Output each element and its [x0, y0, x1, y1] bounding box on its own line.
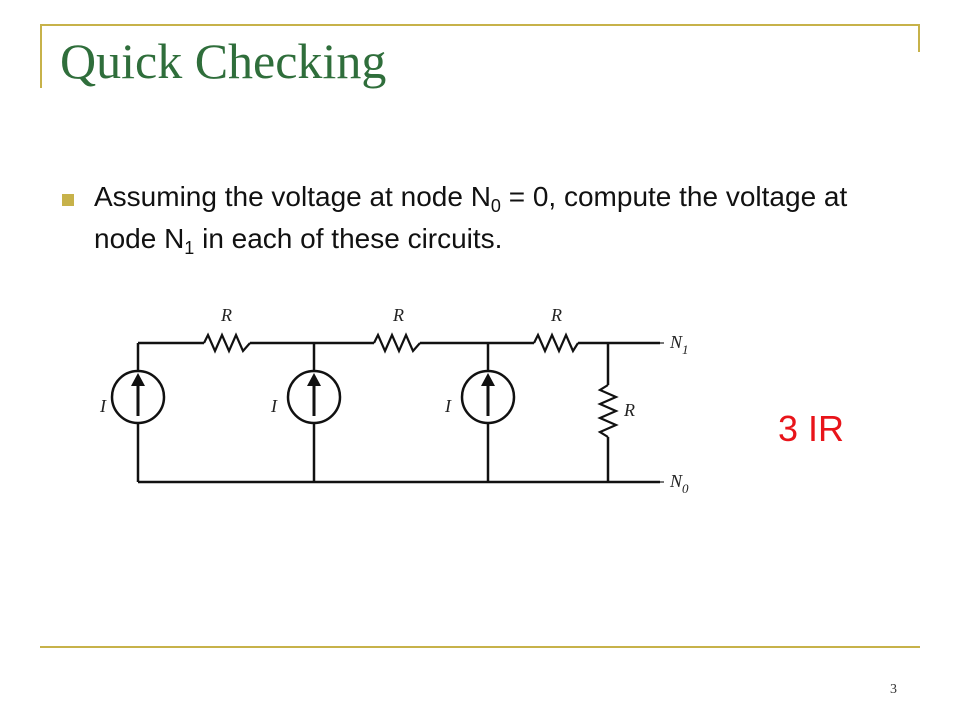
- slide-title: Quick Checking: [60, 33, 387, 89]
- frame-right-line: [918, 24, 920, 52]
- resistor-1: [203, 332, 251, 354]
- frame-top-line: [40, 24, 920, 26]
- page-number: 3: [890, 682, 897, 697]
- node-n0-label: N0: [669, 471, 689, 496]
- footer-line: [40, 646, 920, 648]
- bullet-subscript-1: 1: [184, 238, 195, 258]
- resistor-1-label: R: [220, 305, 232, 325]
- bullet-text-part2: = 0, compute the voltage at node N: [94, 181, 848, 254]
- arrow-up-icon: [131, 373, 145, 386]
- circuit-wires: [136, 341, 660, 484]
- bullet-marker-icon: [62, 194, 74, 206]
- resistor-2: [373, 332, 421, 354]
- node-leads: [660, 342, 664, 483]
- node-n1-name: N: [669, 332, 683, 352]
- resistor-shunt: [597, 384, 619, 438]
- node-n1-label: N1: [669, 332, 689, 357]
- bullet-subscript-0: 0: [490, 196, 501, 216]
- answer-text: 3 IR: [778, 408, 845, 449]
- arrow-up-icon: [307, 373, 321, 386]
- resistor-3: [533, 332, 579, 354]
- current-source-3: [460, 369, 516, 425]
- bullet-text-part3: in each of these circuits.: [194, 223, 503, 254]
- source-2-label: I: [270, 396, 278, 416]
- current-source-1: [110, 369, 166, 425]
- node-n1-subscript: 1: [682, 342, 689, 357]
- resistor-shunt-label: R: [623, 400, 635, 420]
- node-n0-subscript: 0: [682, 481, 689, 496]
- source-1-label: I: [99, 396, 107, 416]
- arrow-up-icon: [481, 373, 495, 386]
- resistor-3-label: R: [550, 305, 562, 325]
- bullet-text: Assuming the voltage at node N0 = 0, com…: [94, 176, 884, 260]
- source-3-label: I: [444, 396, 452, 416]
- node-n0-name: N: [669, 471, 683, 491]
- current-source-2: [286, 369, 342, 425]
- frame-left-line: [40, 24, 42, 88]
- resistor-2-label: R: [392, 305, 404, 325]
- bullet-text-part1: Assuming the voltage at node N: [94, 181, 491, 212]
- circuit-diagram: R R R R I I I N1 N0: [99, 305, 689, 496]
